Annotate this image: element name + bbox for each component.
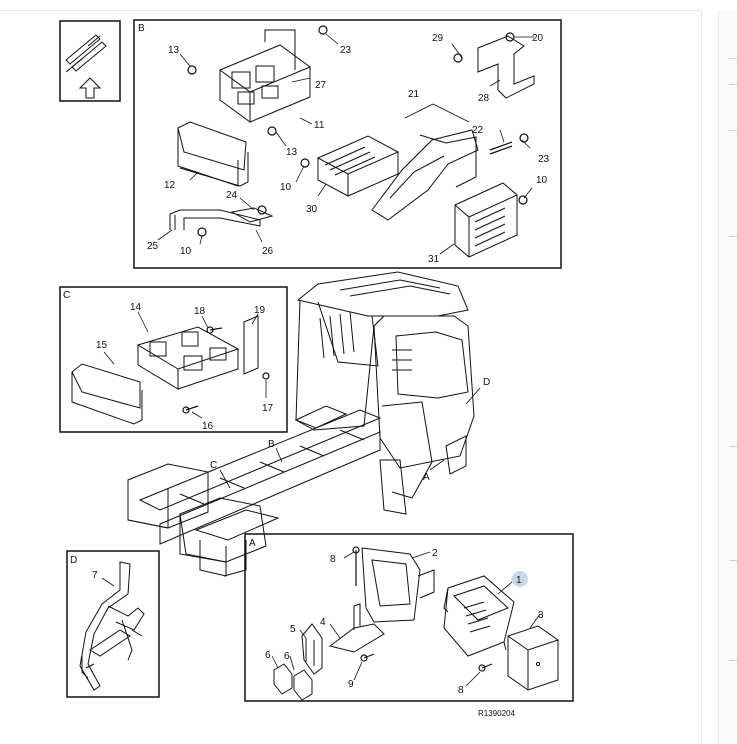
part-label: 18: [194, 306, 206, 317]
scrollbar-mark: [729, 58, 737, 59]
part-label: 17: [262, 403, 274, 414]
truck-callout-a: A: [423, 472, 430, 483]
part-label: 15: [96, 340, 108, 351]
module-30: [316, 135, 400, 197]
truck-callout-b: B: [268, 439, 275, 450]
part-label: 1: [516, 575, 522, 586]
scrollbar-mark: [729, 130, 737, 131]
control-unit-14: [136, 326, 240, 390]
bracket-2: [361, 547, 435, 623]
bracket-21: [371, 129, 479, 221]
truck-chassis: [138, 405, 382, 545]
part-label: 3: [538, 610, 544, 621]
highlight-badge: [512, 571, 528, 587]
panel-b-frame: [133, 19, 562, 269]
part-label: 28: [478, 93, 490, 104]
part-label: 16: [202, 421, 214, 432]
scrollbar-mark: [729, 660, 737, 661]
panel-c-label: C: [63, 290, 70, 301]
part-label: 25: [147, 241, 159, 252]
leader-lines-a: [271, 551, 541, 687]
bracket-24-26: [169, 207, 274, 230]
part-label: 13: [168, 45, 180, 56]
scrollbar-mark: [729, 446, 737, 447]
part-label: 23: [538, 154, 550, 165]
part-label: 5: [290, 624, 296, 635]
fasteners-c: [182, 326, 270, 414]
part-label: 2: [432, 548, 438, 559]
cover-3: [507, 625, 559, 691]
part-label: 11: [314, 120, 325, 131]
truck-callout-d: D: [483, 377, 490, 388]
part-label: 13: [286, 147, 298, 158]
cover-12: [177, 121, 249, 187]
bracket-4: [328, 603, 385, 653]
scrollbar-mark: [729, 84, 737, 85]
scrollbar-mark: [729, 236, 737, 237]
panel-d-frame: [66, 550, 160, 698]
part-label: 12: [164, 180, 176, 191]
page-border: [0, 10, 702, 744]
part-label: 8: [330, 554, 336, 565]
clip-5: [301, 623, 323, 675]
scrollbar-mark: [729, 560, 737, 561]
truck-leader-lines: [219, 387, 481, 489]
part-label: 20: [532, 33, 544, 44]
control-unit-1: [443, 575, 515, 657]
fasteners-a: [352, 546, 493, 672]
harness-bracket-7: [79, 561, 145, 691]
part-label: 6: [265, 650, 271, 661]
part-label: 27: [315, 80, 327, 91]
control-unit-housing-11: [218, 29, 312, 123]
leader-lines-d: [101, 577, 115, 587]
panel-c-frame: [59, 286, 288, 433]
truck-cab: [295, 271, 475, 515]
part-label: 7: [92, 570, 98, 581]
part-label: 6: [284, 651, 290, 662]
part-label: 10: [280, 182, 292, 193]
part-label: 22: [472, 125, 484, 136]
orientation-arrow-icon: [59, 20, 121, 102]
part-label: 21: [408, 89, 420, 100]
reference-code: R1390204: [478, 709, 515, 718]
panel-a-frame: [244, 533, 574, 702]
clips-6: [273, 663, 313, 701]
part-label: 10: [536, 175, 548, 186]
part-label: 10: [180, 246, 192, 257]
truck-rear-wheels: [127, 463, 280, 577]
panel-a-label: A: [249, 538, 256, 549]
part-label: 23: [340, 45, 352, 56]
part-label: 31: [428, 254, 440, 265]
panel-b-label: B: [138, 23, 145, 34]
part-label: 26: [262, 246, 274, 257]
part-label: 24: [226, 190, 238, 201]
module-31: [454, 182, 518, 258]
leader-lines-b: [157, 33, 534, 255]
part-label: 4: [320, 617, 326, 628]
panel-d-label: D: [70, 555, 77, 566]
part-label: 9: [348, 679, 354, 690]
part-label: 14: [130, 302, 142, 313]
part-label: 8: [458, 685, 464, 696]
part-label: 30: [306, 204, 318, 215]
truck-callout-c: C: [210, 460, 217, 471]
cover-15: [71, 363, 143, 425]
leader-lines-c: [103, 311, 267, 419]
part-label: 29: [432, 33, 444, 44]
bracket-19: [243, 315, 259, 375]
part-label: 19: [254, 305, 266, 316]
bracket-28: [477, 35, 535, 99]
